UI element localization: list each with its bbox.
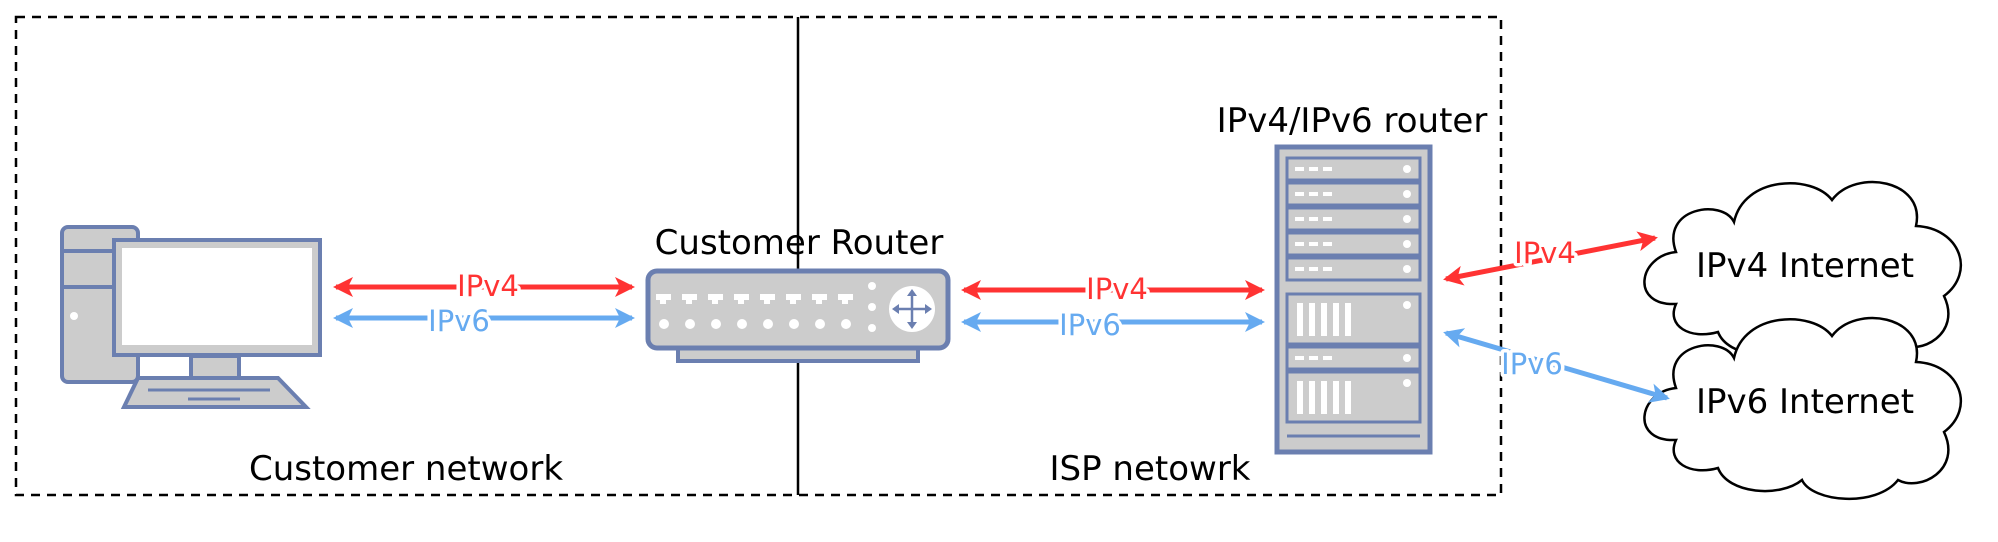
computer-icon <box>60 225 322 409</box>
link-label-ipv4: IPv4 <box>457 269 519 303</box>
customer-router-icon <box>645 268 951 363</box>
ipv6-internet-cloud <box>1643 316 1962 500</box>
link-pc-router <box>333 277 635 328</box>
link-label-ipv4: IPv4 <box>1514 236 1576 270</box>
isp-network-label: ISP netowrk <box>1050 449 1251 489</box>
link-label-ipv6: IPv6 <box>1501 347 1563 381</box>
link-core-internet <box>1443 231 1670 403</box>
ipv4-arrow <box>1443 231 1658 286</box>
network-boundary <box>14 15 1503 497</box>
router-arrows-icon <box>889 286 935 332</box>
customer-router-label: Customer Router <box>655 223 944 263</box>
ipv4-internet-label: IPv4 Internet <box>1696 246 1914 286</box>
link-label-ipv4: IPv4 <box>1086 272 1148 306</box>
link-router-core <box>961 280 1265 332</box>
link-label-ipv6: IPv6 <box>1059 308 1121 342</box>
customer-network-label: Customer network <box>249 449 563 489</box>
ipv6-arrow <box>1443 328 1670 403</box>
router-ports <box>656 282 876 332</box>
ipv6-internet-label: IPv6 Internet <box>1696 382 1914 422</box>
core-router-rack-icon <box>1274 144 1433 455</box>
link-label-ipv6: IPv6 <box>428 304 490 338</box>
core-router-label: IPv4/IPv6 router <box>1217 101 1488 141</box>
